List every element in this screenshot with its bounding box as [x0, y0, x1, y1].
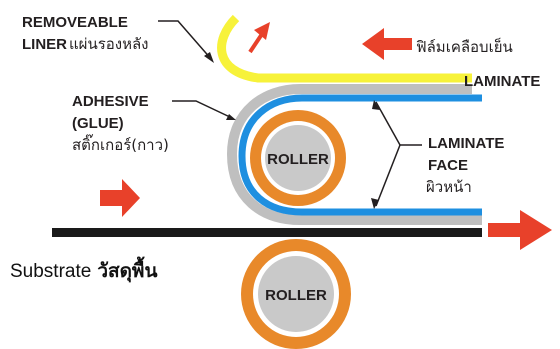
arrow-laminate-in-icon — [362, 28, 412, 60]
top-roller: ROLLER — [250, 110, 346, 206]
bottom-roller-core — [258, 256, 334, 332]
liner-strip — [217, 14, 472, 83]
substrate-label-thai: วัสดุพื้น — [97, 256, 157, 283]
top-roller-label: ROLLER — [267, 151, 329, 168]
substrate-sheet — [52, 228, 482, 237]
laminate-strip — [238, 94, 482, 216]
laminate-face-label-thai: ผิวหน้า — [426, 178, 472, 196]
laminate-label-thai: ฟิล์มเคลือบเย็น — [416, 37, 513, 56]
adhesive-leader — [172, 100, 233, 119]
liner-label-en: LINER — [22, 36, 67, 53]
adhesive-label-line2: (GLUE) — [72, 115, 124, 132]
face-leader-up — [375, 101, 401, 146]
top-roller-core — [265, 125, 331, 191]
arrow-liner-out-icon — [248, 22, 270, 54]
liner-leader — [158, 20, 213, 61]
face-leader-down — [375, 144, 401, 207]
laminate-face-label-line2: FACE — [428, 157, 468, 174]
bottom-roller: ROLLER — [241, 239, 351, 349]
adhesive-label-thai: สติ๊กเกอร์(กาว) — [72, 134, 169, 154]
laminate-label: LAMINATE — [464, 73, 540, 90]
liner-label-thai: แผ่นรองหลัง — [69, 35, 149, 53]
adhesive-strip — [226, 84, 482, 225]
bottom-roller-label: ROLLER — [265, 287, 327, 304]
laminate-face-label-line1: LAMINATE — [428, 135, 504, 152]
arrow-substrate-in-icon — [100, 179, 140, 217]
arrow-substrate-out-icon — [488, 210, 552, 250]
leader-lines — [158, 20, 422, 209]
adhesive-label-line1: ADHESIVE — [72, 93, 149, 110]
liner-label-line1: REMOVEABLE — [22, 14, 128, 31]
substrate-label: Substrate วัสดุพื้น — [10, 256, 157, 283]
substrate-label-en: Substrate — [10, 261, 91, 282]
